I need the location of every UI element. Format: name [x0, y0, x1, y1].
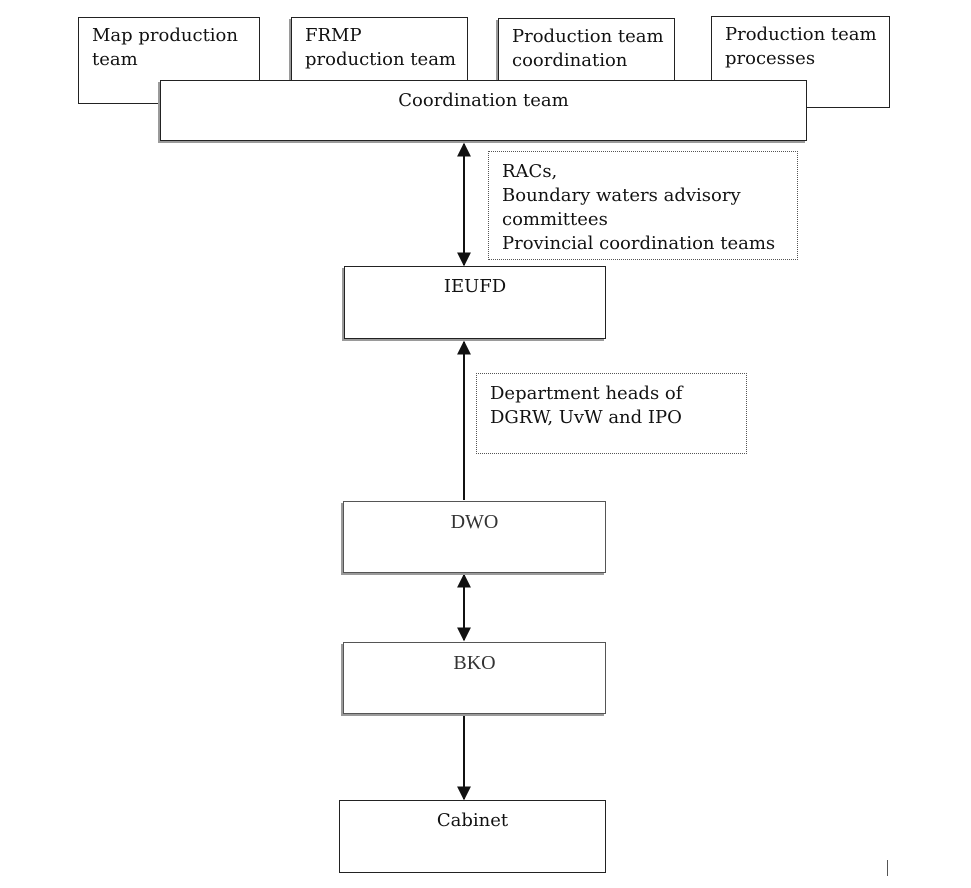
dwo-box: DWO: [343, 501, 606, 573]
text-cursor: [887, 860, 888, 876]
advisory-note: RACs, Boundary waters advisory committee…: [488, 151, 798, 260]
department-heads-note-line: DGRW, UvW and IPO: [490, 407, 682, 428]
advisory-note-line: Provincial coordination teams: [502, 233, 776, 254]
bko-box: BKO: [343, 642, 606, 714]
department-heads-note-line: Department heads of: [490, 383, 683, 404]
coordination-team-label: Coordination team: [398, 90, 569, 111]
frmp-production-team-box: FRMP production team: [291, 17, 468, 87]
advisory-note-line: committees: [502, 209, 608, 230]
production-team-coordination-label: Production team coordination: [512, 26, 664, 71]
production-team-coordination-box: Production team coordination: [498, 18, 675, 87]
cabinet-label: Cabinet: [436, 810, 509, 831]
map-production-team-box: Map production team: [78, 17, 260, 104]
frmp-production-team-label: FRMP production team: [305, 25, 456, 70]
advisory-note-line: Boundary waters advisory: [502, 185, 741, 206]
ieufd-box: IEUFD: [344, 266, 606, 339]
bko-label: BKO: [453, 652, 496, 674]
ieufd-label: IEUFD: [443, 276, 507, 297]
advisory-note-line: RACs,: [502, 161, 558, 182]
map-production-team-label: Map production team: [92, 25, 238, 70]
production-team-processes-label: Production team processes: [725, 24, 877, 69]
cabinet-box: Cabinet: [339, 800, 606, 873]
dwo-label: DWO: [450, 511, 499, 533]
coordination-team-box: Coordination team: [160, 80, 807, 141]
department-heads-note: Department heads of DGRW, UvW and IPO: [476, 373, 747, 454]
